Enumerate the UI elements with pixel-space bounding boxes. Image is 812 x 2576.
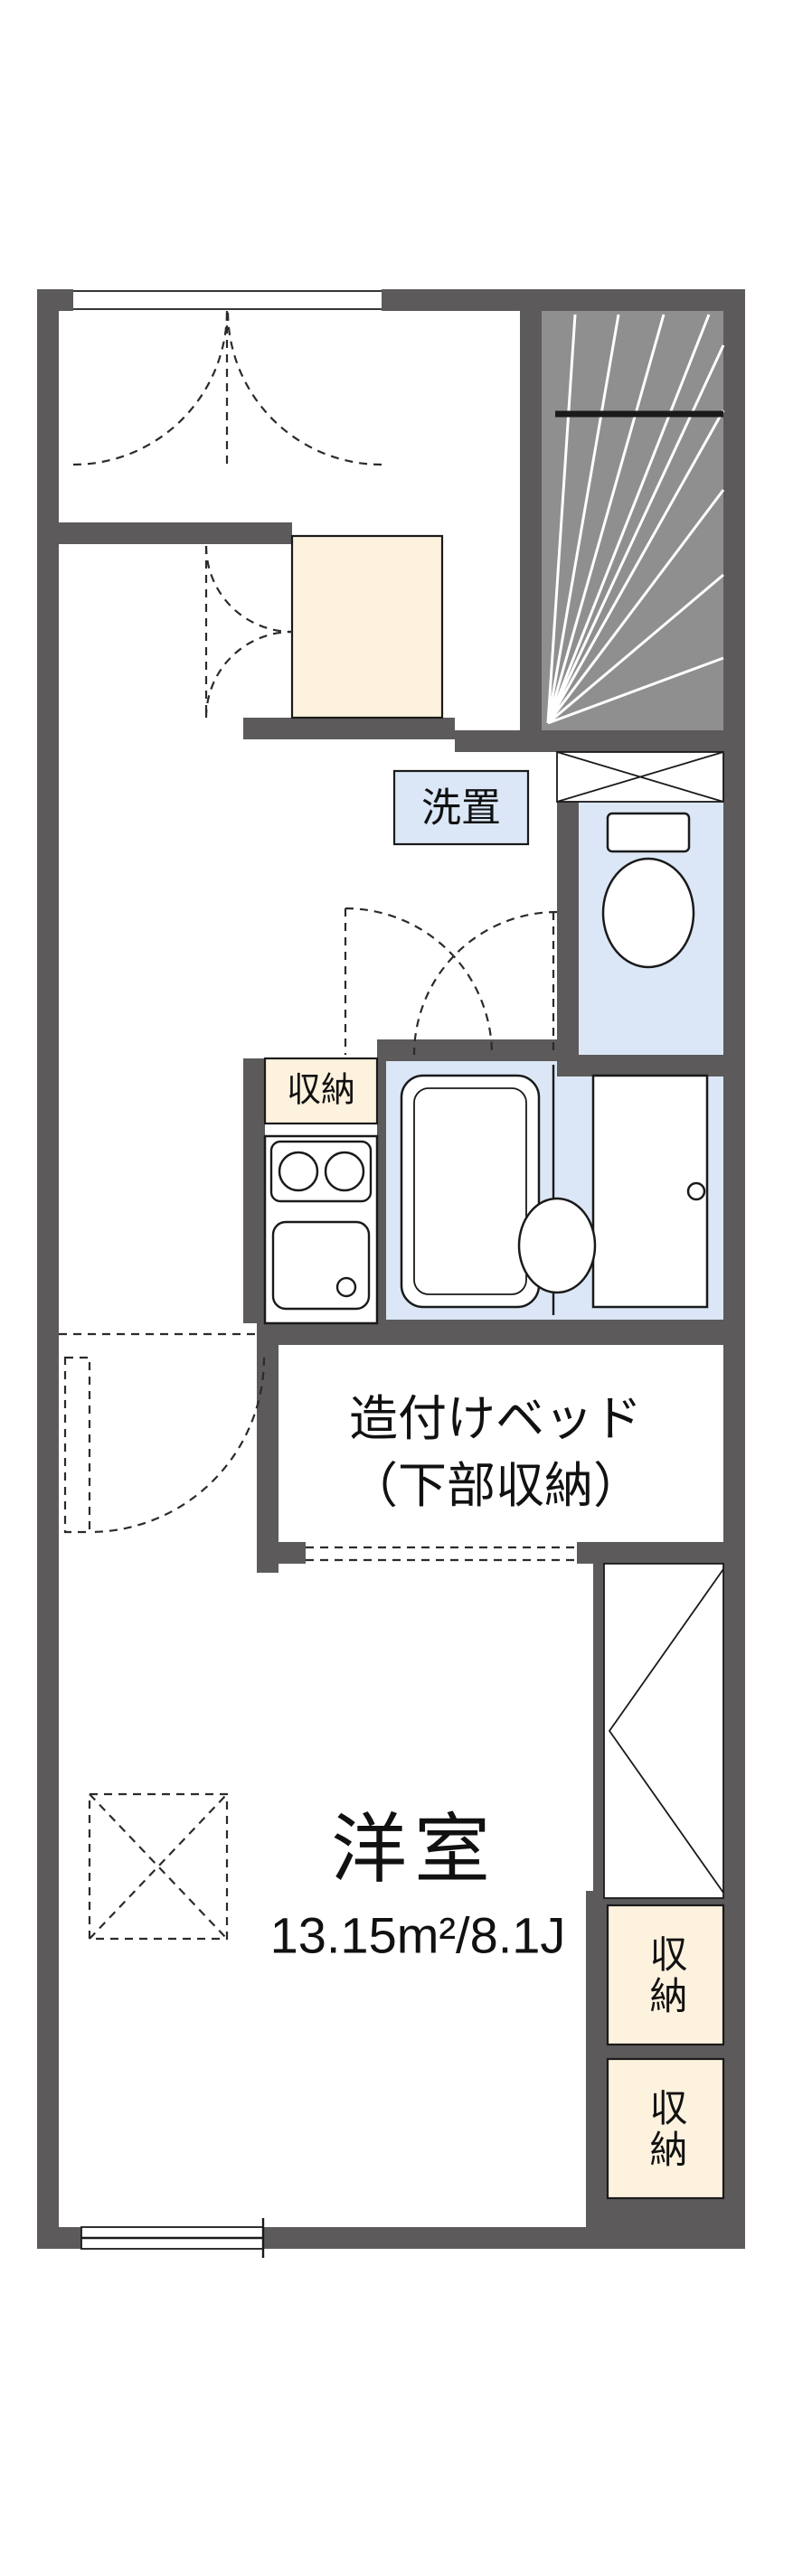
stove-burner-right <box>324 1151 365 1192</box>
wall-stairs-left <box>520 311 542 730</box>
entrance-door-right-swing <box>226 310 382 466</box>
bottom-window <box>80 2218 265 2258</box>
closet-door-top-swing <box>204 545 293 634</box>
wall-top-left-stub <box>37 289 73 311</box>
closet-cabinet <box>603 1563 724 1899</box>
built-in-bed-label: 造付けベッド <box>349 1391 642 1446</box>
entrance-door-left-swing <box>72 310 229 466</box>
wall-toilet-bottom <box>557 1055 745 1076</box>
wall-bed-left <box>257 1345 279 1573</box>
walls <box>37 289 745 2249</box>
room-size-label: 13.15m²/8.1J <box>269 1906 566 1964</box>
toilet-bowl <box>601 857 695 969</box>
washer-space-label: 洗置 <box>421 785 501 831</box>
staircase-treads <box>546 314 725 725</box>
wall-kitchen-bath-divider <box>377 1058 386 1323</box>
closet-chevron <box>608 1568 724 1894</box>
washing-machine-space <box>392 769 530 846</box>
washbasin <box>517 1197 597 1294</box>
wall-left <box>37 289 59 2249</box>
wall-top-right <box>382 289 745 311</box>
washroom-door-swing <box>345 907 494 1056</box>
sink-drain <box>335 1276 357 1298</box>
storage-right-2-label: 収納 <box>645 2088 687 2171</box>
right-closet <box>603 1563 724 1899</box>
wall-toilet-left <box>557 802 579 1055</box>
kitchen-sink <box>271 1220 371 1311</box>
door-swings <box>59 310 577 1941</box>
storage-mid-box <box>263 1057 379 1125</box>
wall-bottom <box>263 2227 745 2249</box>
toilet-tank <box>606 812 691 853</box>
wall-storage-bottom <box>586 2198 745 2227</box>
toilet-fixture <box>601 812 695 969</box>
toilet-door-swing <box>412 910 558 1056</box>
stove-plate <box>269 1140 373 1203</box>
door-knob-icon <box>686 1181 706 1201</box>
wall-below-stairs <box>455 730 745 752</box>
bathtub <box>400 1074 541 1309</box>
wall-bed-bottom-right <box>577 1542 745 1564</box>
stove-burner-left <box>278 1151 319 1192</box>
storage-box-1 <box>606 1904 725 2046</box>
wall-storage-left <box>586 1905 608 2227</box>
storage-mid-label: 収納 <box>286 1071 356 1110</box>
storage-right-1-label: 収納 <box>645 1934 687 2017</box>
wall-below-genkan <box>243 718 455 739</box>
closet-door-bottom-swing <box>204 630 293 719</box>
room-door-leaf <box>63 1356 91 1534</box>
genkan-mat <box>290 534 444 719</box>
wall-right <box>723 289 745 2249</box>
wall-bottom-left-stub <box>37 2227 81 2249</box>
bathtub-inner <box>413 1087 527 1295</box>
wall-bath-top <box>377 1039 557 1061</box>
wall-cabinet-left <box>593 1564 604 1907</box>
wall-kitchen-left <box>243 1058 265 1323</box>
kitchen <box>263 1134 379 1325</box>
entrance-opening <box>73 290 382 310</box>
bath-fixtures <box>400 1065 709 1315</box>
wall-storage-divider <box>608 2045 723 2059</box>
dashed-crossed-box <box>88 1792 229 1941</box>
hatched-box <box>556 751 724 803</box>
storage-box-2 <box>606 2057 725 2200</box>
wall-topleft-horizontal <box>37 522 292 544</box>
bed-storage-note-label: （下部収納） <box>349 1458 642 1513</box>
wall-bed-bottom-left <box>279 1542 306 1564</box>
room-name-label: 洋室 <box>330 1806 498 1892</box>
room-door-swing <box>89 1357 266 1534</box>
